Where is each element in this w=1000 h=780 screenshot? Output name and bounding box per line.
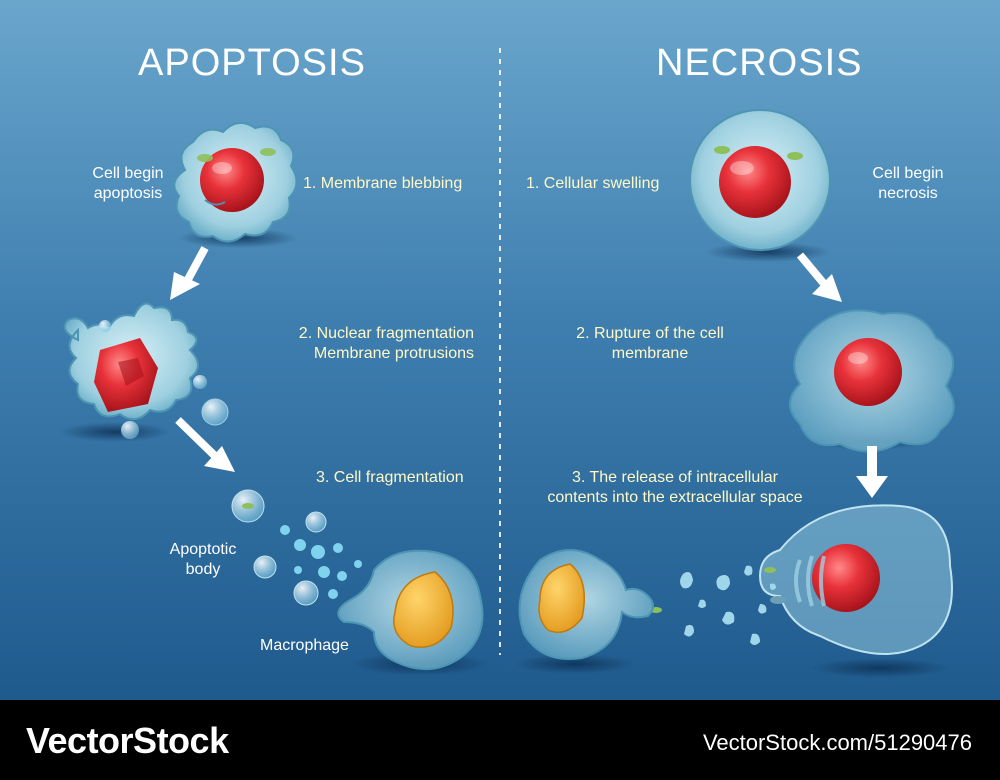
apoptosis-cell-fragmenting: [60, 302, 229, 442]
necrosis-step3-line1: 3. The release of intracellular: [571, 469, 779, 486]
necrosis-title: NECROSIS: [656, 42, 863, 84]
apoptosis-step1: 1. Membrane blebbing: [303, 175, 463, 192]
apoptosis-step2-line2: Membrane protrusions: [313, 345, 474, 362]
apoptosis-title: APOPTOSIS: [138, 42, 366, 84]
macrophage-label: Macrophage: [260, 637, 349, 654]
necrosis-cell-release: [758, 504, 953, 678]
apoptosis-step2-line1: 2. Nuclear fragmentation: [298, 325, 474, 342]
apoptosis-cell-blebbing: [173, 121, 298, 248]
necrosis-arrow-1: [796, 252, 842, 302]
apoptotic-bodies: [231, 489, 362, 606]
necrosis-cell-swelling: [689, 109, 831, 262]
apoptosis-arrow-1: [170, 246, 209, 300]
diagram-canvas: APOPTOSIS NECROSIS Cell begin apoptosis …: [0, 0, 1000, 700]
necrosis-arrow-2: [856, 446, 888, 498]
necrosis-step2-line2: membrane: [611, 345, 689, 362]
necrosis-macrophage: [515, 549, 654, 674]
footer-bar: VectorStock VectorStock.com/51290476: [0, 700, 1000, 780]
necrosis-step3-line2: contents into the extracellular space: [547, 489, 803, 506]
necrosis-cell-label: Cell begin necrosis: [872, 165, 944, 202]
apoptosis-cell-label: Cell begin apoptosis: [92, 165, 164, 202]
necrosis-cell-rupture: [789, 309, 955, 453]
necrosis-step2-line1: 2. Rupture of the cell: [576, 325, 724, 342]
image-credit: VectorStock.com/51290476: [702, 730, 972, 755]
vectorstock-logo: VectorStock: [26, 720, 229, 761]
released-contents: [650, 565, 786, 645]
diagram-illustration: [60, 48, 955, 678]
apoptosis-macrophage: [337, 549, 490, 676]
necrosis-step1: 1. Cellular swelling: [526, 175, 660, 192]
apoptosis-step3: 3. Cell fragmentation: [316, 469, 464, 486]
apoptosis-arrow-2: [175, 417, 235, 472]
apoptotic-body-label: Apoptotic body: [169, 541, 237, 578]
